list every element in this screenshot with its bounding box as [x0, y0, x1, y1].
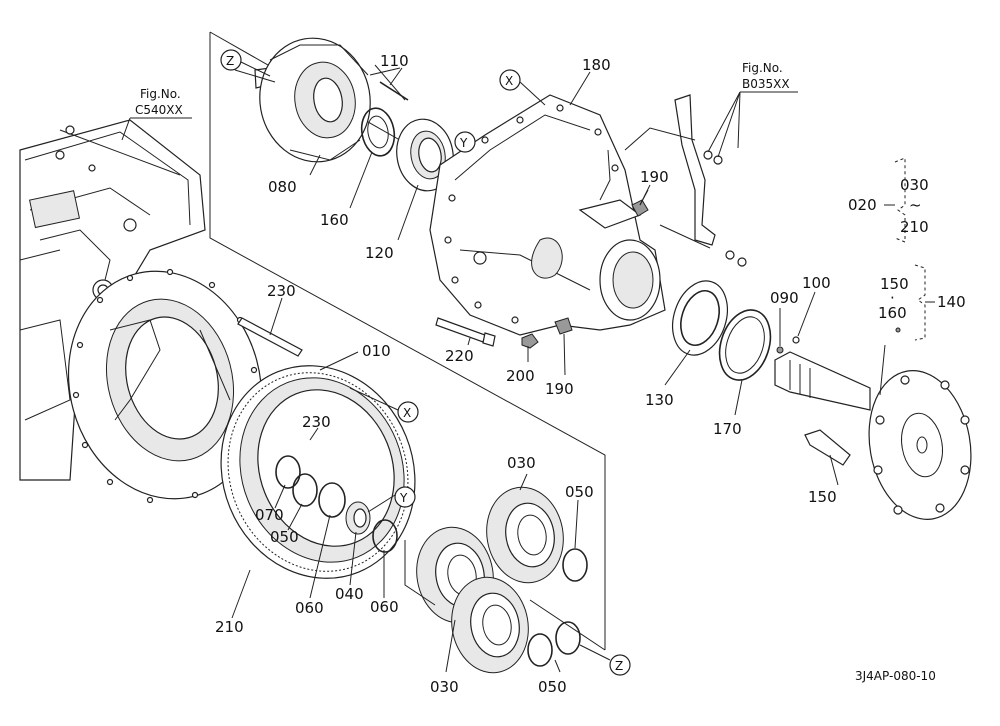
label-060-right: 060 [370, 598, 399, 616]
callout-letter: X [505, 74, 513, 88]
group-140-top: 150 [880, 275, 909, 293]
label-050-left: 050 [270, 528, 299, 546]
planet-carrier-080 [234, 37, 406, 163]
label-090: 090 [770, 289, 799, 307]
fig-ref-b035xx: Fig.No. B035XX [707, 61, 798, 158]
snap-ring-070 [275, 455, 301, 489]
label-200: 200 [506, 367, 535, 385]
label-150: 150 [808, 488, 837, 506]
label-230-upper: 230 [267, 282, 296, 300]
axle-housing-180 [429, 94, 666, 336]
label-170: 170 [713, 420, 742, 438]
group-140-bottom: 160 [878, 304, 907, 322]
label-190-upper: 190 [640, 168, 669, 186]
snap-ring-050-right [562, 548, 588, 582]
callout-letter: Y [399, 491, 408, 505]
callout-letter: X [403, 406, 411, 420]
label-180: 180 [582, 56, 611, 74]
part-100 [792, 336, 800, 344]
case-flange [67, 268, 263, 504]
group-020-label: 020 [848, 196, 877, 214]
label-100: 100 [802, 274, 831, 292]
label-210: 210 [215, 618, 244, 636]
group-140-label: 140 [937, 293, 966, 311]
part-090 [776, 346, 784, 354]
callout-z-top: Z [220, 49, 271, 77]
label-160: 160 [320, 211, 349, 229]
seal-130 [672, 280, 728, 356]
planet-gear-030-bottom [451, 576, 529, 674]
label-080: 080 [268, 178, 297, 196]
group-140-mid: · [890, 289, 895, 307]
callout-letter: Z [615, 659, 623, 673]
fig-ref-code: C540XX [135, 103, 183, 117]
callout-letter: Y [459, 136, 468, 150]
label-220: 220 [445, 347, 474, 365]
group-140-labels: 150 · 160 140 [878, 275, 966, 333]
pin-110 [379, 81, 409, 101]
label-120: 120 [365, 244, 394, 262]
part-labels: 110 080 160 120 180 190 230 010 230 220 … [215, 52, 837, 696]
label-010: 010 [362, 342, 391, 360]
group-020 [894, 157, 906, 243]
washer-060-left [318, 482, 346, 518]
nut-200 [521, 333, 539, 349]
label-040: 040 [335, 585, 364, 603]
label-050-bottom: 050 [538, 678, 567, 696]
label-110: 110 [380, 52, 409, 70]
label-070: 070 [255, 506, 284, 524]
callout-x-top: X [499, 69, 546, 106]
plug-190-upper [631, 199, 649, 217]
planet-gear-030-top [486, 486, 564, 584]
label-060-left: 060 [295, 599, 324, 617]
callout-y-mid: Y [367, 486, 416, 513]
washer-060-right [372, 519, 398, 553]
group-140 [914, 264, 926, 341]
callout-y-top: Y [454, 131, 476, 153]
bolt-220 [435, 317, 496, 347]
axle-shaft [774, 351, 972, 520]
snap-ring-160 [360, 107, 396, 157]
label-030-bottom: 030 [430, 678, 459, 696]
plug-190-lower [554, 317, 573, 335]
snap-ring-050-bottom-b [555, 621, 581, 655]
callout-z-bottom: Z [579, 644, 631, 676]
needle-bearing-040 [345, 501, 371, 535]
group-020-top: 030 [900, 176, 929, 194]
group-020-mid: ~ [909, 196, 922, 214]
label-230-lower: 230 [302, 413, 331, 431]
bracket [624, 94, 747, 267]
group-020-bottom: 210 [900, 218, 929, 236]
fig-ref-c540xx: Fig.No. C540XX [121, 87, 192, 141]
stud-230-upper [237, 317, 303, 357]
group-140-dot [895, 327, 901, 333]
leader-lines [231, 67, 886, 673]
washer-050-left [292, 473, 318, 507]
group-020-labels: 020 030 ~ 210 [848, 176, 929, 236]
stud-150 [804, 429, 851, 466]
callout-letter: Z [226, 54, 234, 68]
callout-x-mid: X [349, 387, 419, 423]
fig-ref-prefix: Fig.No. [140, 87, 181, 101]
diagram-code: 3J4AP-080-10 [855, 669, 936, 683]
label-190-lower: 190 [545, 380, 574, 398]
label-030-top: 030 [507, 454, 536, 472]
fig-ref-prefix: Fig.No. [742, 61, 783, 75]
label-130: 130 [645, 391, 674, 409]
oring-170 [718, 309, 772, 381]
label-050-right: 050 [565, 483, 594, 501]
fig-ref-code: B035XX [742, 77, 790, 91]
snap-ring-050-bottom-a [527, 633, 553, 667]
